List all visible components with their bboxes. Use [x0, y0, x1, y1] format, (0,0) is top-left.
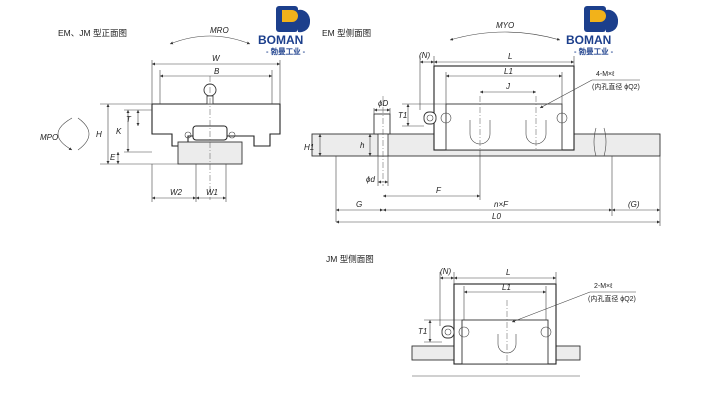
label-h1: H1 — [304, 143, 314, 152]
label-l-jm: L — [506, 268, 510, 277]
jm-side-view: JM 型侧面图 (N) L L1 2-M×ℓ (内孔直径 ϕQ2) — [326, 254, 636, 377]
logo-mark — [276, 6, 311, 33]
label-h-small: h — [360, 141, 365, 150]
label-l: L — [508, 52, 512, 61]
brand-logo-right: BOMAN - 勃曼工业 - — [566, 6, 619, 56]
label-b: B — [214, 67, 220, 76]
grease-nipple-icon — [441, 325, 455, 339]
brand-logo-left: BOMAN - 勃曼工业 - — [258, 6, 311, 56]
brand-name: BOMAN — [258, 33, 303, 47]
front-view-title: EM、JM 型正面图 — [58, 28, 127, 38]
label-mpo: MPO — [40, 133, 58, 142]
label-tap-4m: 4-M×ℓ — [596, 71, 615, 78]
logo-mark — [584, 6, 619, 33]
label-tap-2m: 2-M×ℓ — [594, 283, 613, 290]
label-t1: T1 — [398, 111, 407, 120]
label-j: J — [505, 82, 511, 91]
label-f: F — [436, 186, 442, 195]
em-block-carriage — [445, 103, 563, 151]
jm-block-carriage — [461, 319, 549, 365]
label-l1: L1 — [504, 67, 513, 76]
label-n-jm: (N) — [440, 267, 451, 276]
label-w2: W2 — [170, 188, 183, 197]
label-k: K — [116, 127, 122, 136]
label-tap-note-jm: (内孔直径 ϕQ2) — [588, 294, 636, 303]
end-seal-screw-icon — [458, 326, 470, 338]
end-seal-screw-icon — [556, 112, 568, 124]
grease-nipple-icon — [423, 111, 437, 125]
label-nf: n×F — [494, 200, 509, 209]
pitch-moment-arrow — [57, 117, 73, 151]
label-g-paren: (G) — [628, 200, 640, 209]
label-t1-jm: T1 — [418, 327, 427, 336]
rail-bolt-head — [373, 113, 391, 135]
bolt-hole-icon — [184, 131, 192, 139]
label-myo: MYO — [496, 21, 514, 30]
label-w: W — [212, 54, 221, 63]
label-phi-small-d: ϕd — [366, 175, 375, 184]
jm-side-view-title: JM 型侧面图 — [326, 254, 374, 264]
label-phi-big-d: ϕD — [378, 99, 388, 108]
end-seal-screw-icon — [440, 112, 452, 124]
em-side-view: EM 型侧面图 MYO (N) L L1 — [304, 21, 661, 226]
yaw-moment-arrow — [449, 31, 561, 41]
label-w1: W1 — [206, 188, 218, 197]
brand-subtitle: - 勃曼工业 - — [266, 46, 306, 56]
end-seal-screw-icon — [540, 326, 552, 338]
roll-moment-arrow — [169, 35, 251, 45]
front-view: EM、JM 型正面图 MRO W B H K T E — [40, 26, 281, 202]
label-n: (N) — [419, 51, 430, 60]
label-l1-jm: L1 — [502, 283, 511, 292]
em-side-view-title: EM 型侧面图 — [322, 28, 371, 38]
label-t: T — [126, 115, 132, 124]
label-tap-note: (内孔直径 ϕQ2) — [592, 82, 640, 91]
brand-name: BOMAN — [566, 33, 611, 47]
bolt-hole-icon — [228, 131, 236, 139]
label-e: E — [110, 153, 116, 162]
rail-break — [593, 127, 607, 157]
front-block-body — [151, 103, 281, 147]
label-g: G — [356, 200, 362, 209]
label-h: H — [96, 130, 102, 139]
pitch-moment-arrow-back — [77, 117, 90, 151]
brand-subtitle: - 勃曼工业 - — [574, 46, 614, 56]
label-l0: L0 — [492, 212, 501, 221]
label-mro: MRO — [210, 26, 229, 35]
